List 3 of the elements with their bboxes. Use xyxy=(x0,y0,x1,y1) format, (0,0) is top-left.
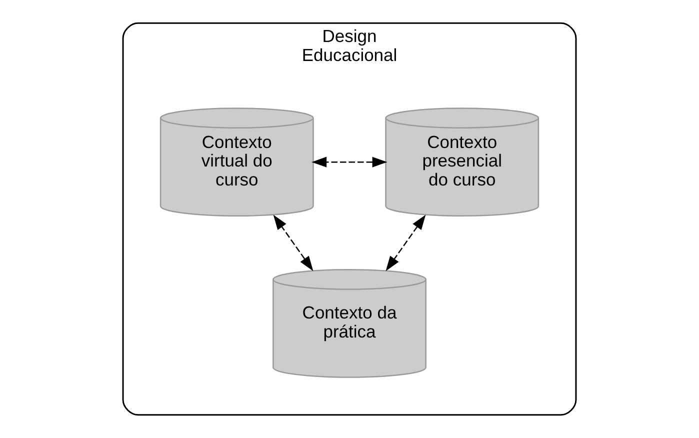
arrow xyxy=(312,156,388,168)
arrow xyxy=(386,214,426,272)
arrow xyxy=(273,214,314,272)
